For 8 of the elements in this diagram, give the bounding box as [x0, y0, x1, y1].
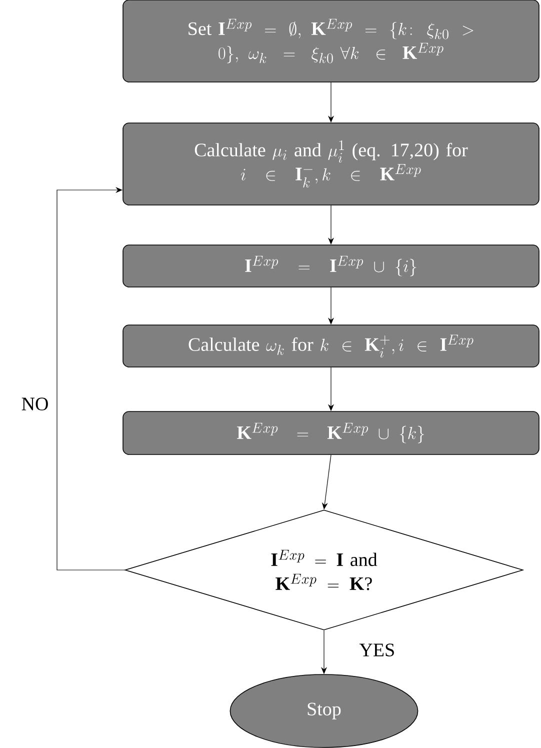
process-box: $\text{Calculate } \mu_i \text{ and } \mu_i^1 \text{ (eq. 17,20) for}\allowbreak\ i \in \mathbf{I}_k^-, k \in \mathbf{K}^{Exp}$ [122, 122, 540, 206]
arrow [56, 186, 125, 570]
edge-label: NO [20, 396, 50, 412]
edge-label: YES [358, 642, 396, 658]
process-box: $\mathbf{K}^{Exp} = \mathbf{K}^{Exp} \cup \{k\}$ [122, 411, 540, 455]
process-box: $\mathbf{I}^{Exp} = \mathbf{I}^{Exp} \cup \{i\}$ [122, 244, 540, 288]
process-box: $\text{Set } \mathbf{I}^{Exp} = \emptyset,\ \mathbf{K}^{Exp} = \{k\colon\ \xi_{k0} > 0\},\allowbreak\ \omega_k = \xi_{k0}\ \forall k \in \mathbf{K}^{Exp}$ [122, 0, 540, 82]
process-box: $\text{Calculate } \omega_k \text{ for } k \in \mathbf{K}_i^+, i \in \mathbf{I}^{Exp}$ [122, 324, 540, 368]
